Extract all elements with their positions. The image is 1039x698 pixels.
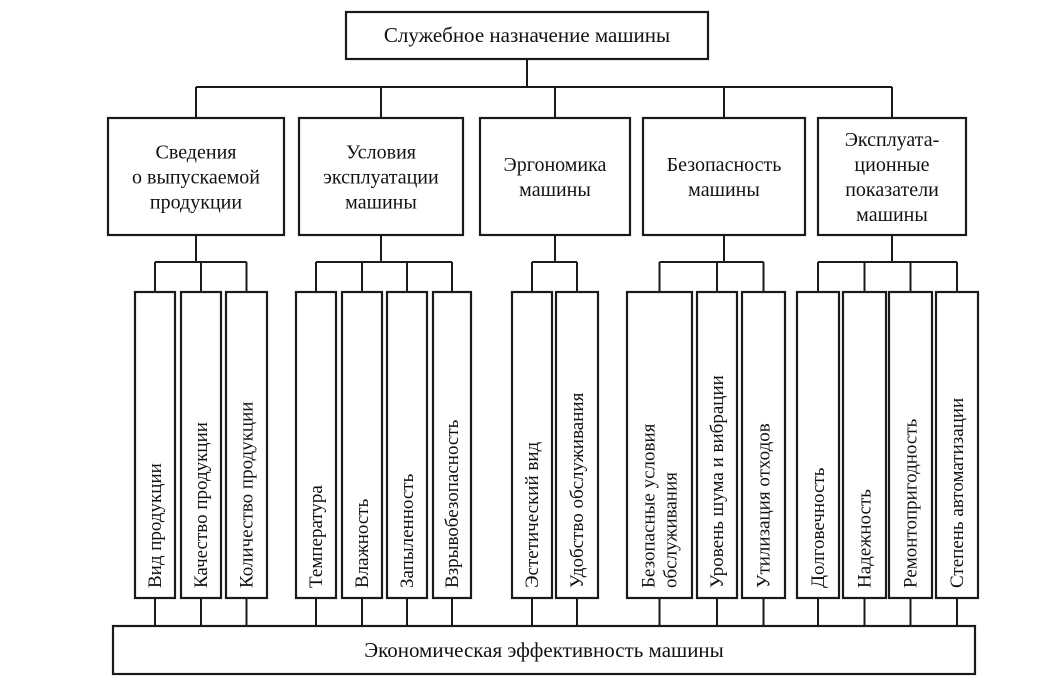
category-label-line: показатели [845, 179, 939, 201]
leaf-label: Надежность [855, 489, 876, 588]
category-label-line: Безопасность [667, 154, 782, 176]
leaf-box: Запыленность [385, 290, 429, 600]
leaf-label: Уровень шума и вибрации [707, 375, 728, 588]
category-label-line: ционные [854, 154, 929, 176]
top-box-label: Служебное назначение машины [384, 23, 670, 47]
leaf-label: Эстетический вид [522, 441, 543, 588]
leaf-label: Влажность [352, 498, 373, 588]
leaf-label: Вид продукции [145, 463, 166, 588]
leaf-label: Безопасные условия [639, 423, 660, 588]
leaf-box: Утилизация отходов [740, 290, 787, 600]
top-box: Служебное назначение машины [344, 10, 710, 61]
category-box: Безопасность машины [641, 116, 807, 237]
category-boxes: Сведения о выпускаемой продукции Условия экс… [106, 116, 968, 237]
leaf-box: Долговечность [795, 290, 841, 600]
bottom-box: Экономическая эффективность машины [111, 624, 977, 676]
leaf-boxes: Вид продукции Качество продукции Количеств… [133, 290, 980, 600]
leaf-label: Степень автоматизации [947, 398, 968, 588]
category-box: Эргономика машины [478, 116, 632, 237]
category-label-line: машины [345, 192, 417, 214]
category-box: Условия эксплуатации машины [297, 116, 465, 237]
category-label-line: машины [856, 204, 928, 226]
leaf-label: Ремонтопригодность [901, 418, 922, 588]
category-label-line: машины [688, 179, 760, 201]
bottom-box-label: Экономическая эффективность машины [364, 638, 724, 662]
leaf-box: Влажность [340, 290, 384, 600]
leaf-box: Количество продукции [224, 290, 269, 600]
leaf-label: Удобство обслуживания [567, 392, 588, 588]
connector-lines [154, 59, 958, 626]
category-label-line: Эргономика [504, 154, 607, 176]
category-box: Сведения о выпускаемой продукции [106, 116, 286, 237]
leaf-label: Взрывобезопасность [442, 419, 463, 588]
category-label-line: Условия [346, 142, 416, 164]
leaf-label: Утилизация отходов [754, 423, 775, 588]
category-label-line: Эксплуата- [845, 129, 940, 151]
category-label-line: эксплуатации [323, 167, 439, 189]
leaf-box: Эстетический вид [510, 290, 554, 600]
leaf-box: Уровень шума и вибрации [695, 290, 739, 600]
leaf-box: Вид продукции [133, 290, 177, 600]
leaf-box: Ремонтопригодность [887, 290, 934, 600]
category-box: Эксплуата-ционные показатели машины [816, 116, 968, 237]
leaf-box: Степень автоматизации [934, 290, 980, 600]
leaf-label: Количество продукции [237, 402, 258, 588]
leaf-label: обслуживания [661, 472, 682, 588]
leaf-box: Температура [294, 290, 338, 600]
leaf-box: Качество продукции [179, 290, 223, 600]
category-label-line: машины [519, 179, 591, 201]
leaf-label: Запыленность [397, 473, 418, 588]
leaf-label: Долговечность [808, 467, 829, 588]
category-label-line: продукции [150, 192, 242, 214]
category-label-line: Сведения [156, 142, 237, 164]
category-label-line: о выпускаемой [132, 167, 260, 189]
leaf-box: Взрывобезопасность [431, 290, 473, 600]
leaf-box: Надежность [841, 290, 888, 600]
leaf-label: Температура [306, 485, 327, 588]
leaf-label: Качество продукции [191, 422, 212, 588]
leaf-box: Удобство обслуживания [554, 290, 600, 600]
